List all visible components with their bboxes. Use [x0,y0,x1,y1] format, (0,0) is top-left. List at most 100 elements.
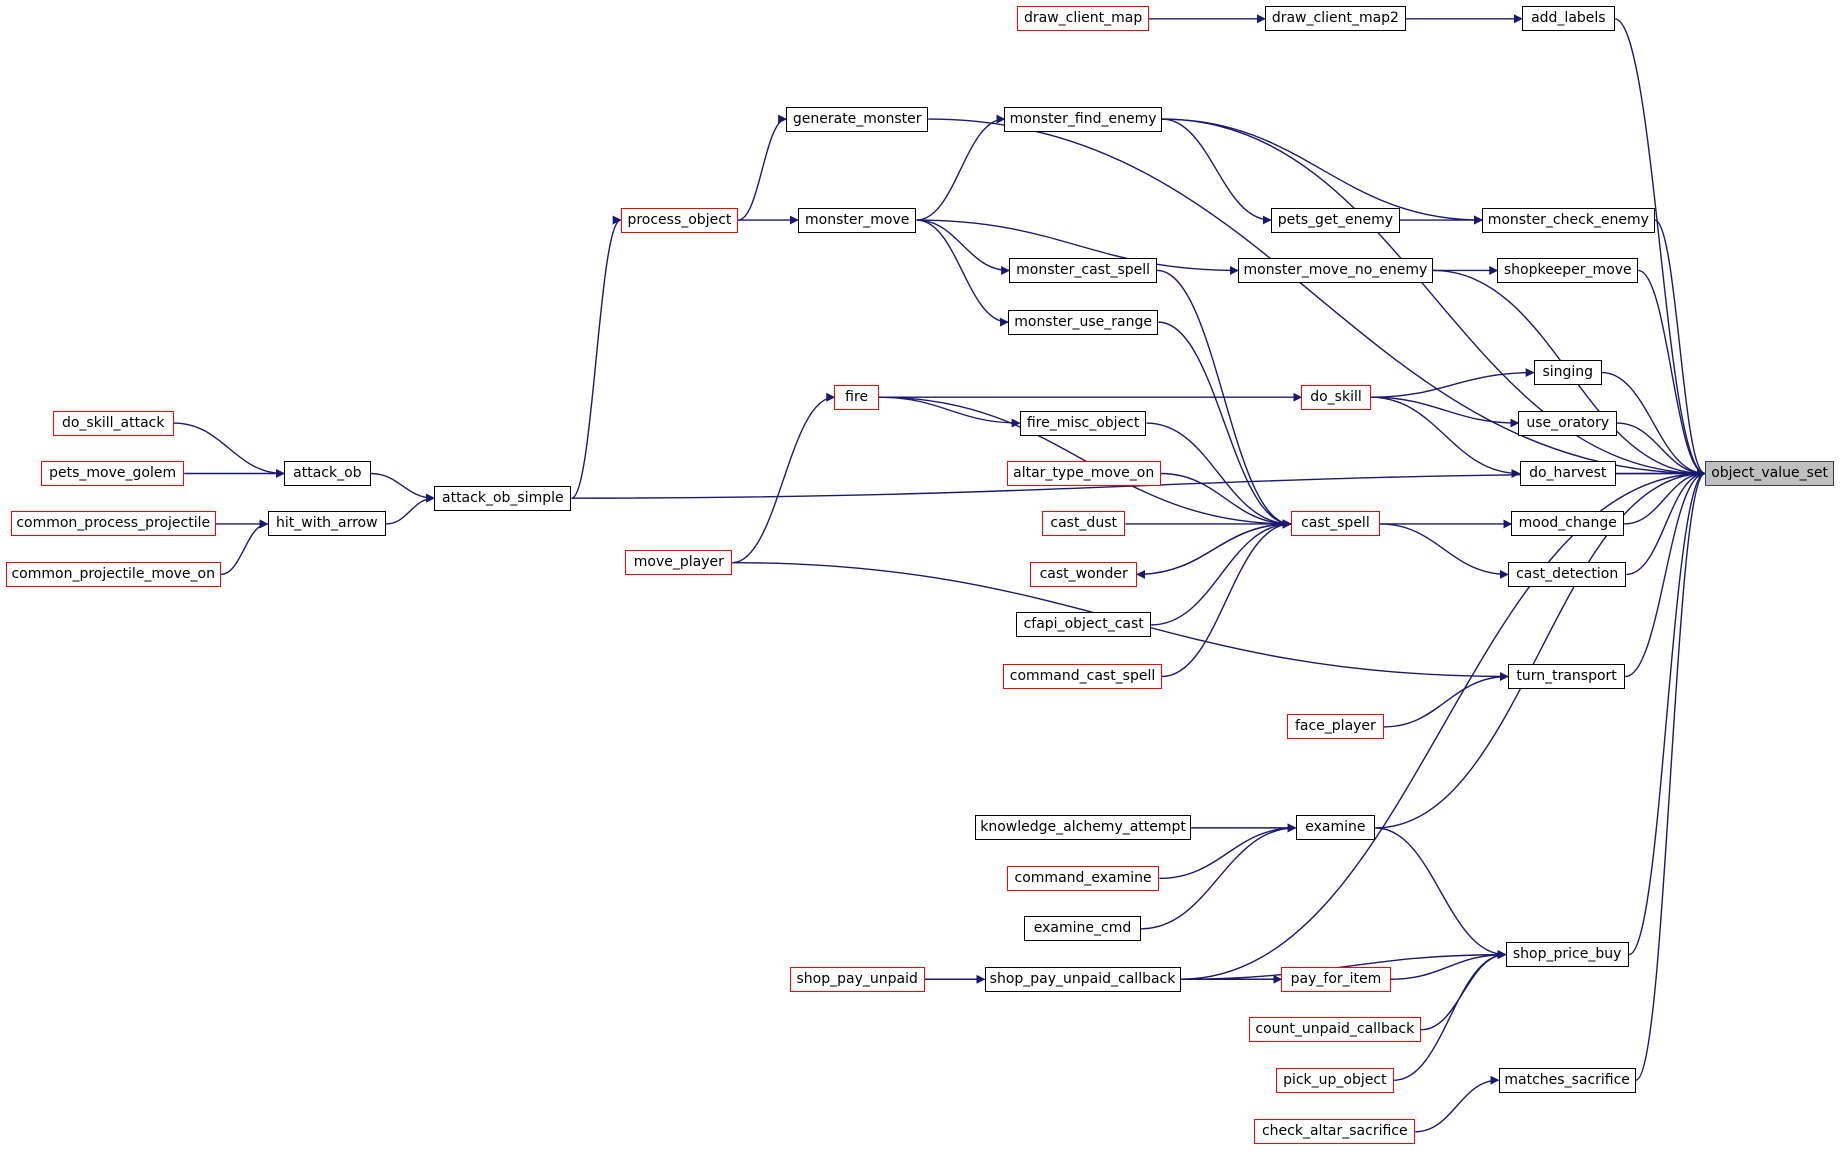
node-turn_transport[interactable]: turn_transport [1507,664,1626,689]
node-label: monster_cast_spell [1016,261,1151,278]
node-shop_pay_unpaid[interactable]: shop_pay_unpaid [789,966,925,992]
edge-turn_transport-object_value_set [1625,469,1706,678]
node-draw_client_map2[interactable]: draw_client_map2 [1265,6,1406,32]
node-common_process_projectile[interactable]: common_process_projectile [10,511,216,537]
edge-matches_sacrifice-object_value_set [1635,469,1706,1081]
node-count_unpaid_callback[interactable]: count_unpaid_callback [1248,1017,1422,1043]
node-do_skill[interactable]: do_skill [1301,384,1371,410]
node-label: count_unpaid_callback [1255,1021,1415,1038]
node-matches_sacrifice[interactable]: matches_sacrifice [1498,1067,1636,1093]
node-label: monster_move [805,211,910,228]
edge-pick_up_object-shop_price_buy [1394,950,1507,1081]
node-draw_client_map[interactable]: draw_client_map [1017,6,1149,32]
edge-shopkeeper_move-object_value_set [1637,269,1706,478]
edge-monster_move-monster_cast_spell [916,219,1011,275]
node-label: do_skill_attack [61,414,165,431]
node-add_labels[interactable]: add_labels [1521,6,1615,32]
edge-pay_for_item-shop_price_buy [1390,950,1507,980]
node-cfapi_object_cast[interactable]: cfapi_object_cast [1016,612,1152,638]
node-label: monster_use_range [1014,313,1152,330]
node-label: cast_detection [1516,565,1619,582]
node-pets_move_golem[interactable]: pets_move_golem [41,460,185,486]
edge-cast_detection-object_value_set [1626,469,1706,576]
edge-monster_find_enemy-object_value_set [1161,118,1706,478]
node-singing[interactable]: singing [1533,360,1602,386]
node-label: do_skill [1310,388,1362,405]
node-cast_detection[interactable]: cast_detection [1507,561,1627,587]
edge-cast_spell-cast_detection [1379,523,1509,579]
node-monster_move[interactable]: monster_move [797,207,917,233]
node-shopkeeper_move[interactable]: shopkeeper_move [1497,257,1639,283]
edge-hit_with_arrow-attack_ob_simple [386,493,436,525]
node-label: draw_client_map2 [1271,10,1399,27]
node-label: examine_cmd [1033,920,1132,937]
node-attack_ob_simple[interactable]: attack_ob_simple [434,485,572,511]
node-object_value_set: object_value_set [1705,460,1835,486]
node-cast_dust[interactable]: cast_dust [1042,511,1126,537]
node-label: turn_transport [1516,668,1617,684]
node-label: use_oratory [1526,414,1610,431]
node-monster_cast_spell[interactable]: monster_cast_spell [1009,257,1158,283]
edge-generate_monster-object_value_set [928,118,1706,478]
node-fire[interactable]: fire [834,384,879,410]
node-label: singing [1542,364,1594,381]
node-label: add_labels [1531,10,1606,27]
node-label: generate_monster [792,110,922,127]
node-label: cast_dust [1050,515,1117,532]
node-monster_use_range[interactable]: monster_use_range [1008,309,1159,335]
node-monster_move_no_enemy[interactable]: monster_move_no_enemy [1238,257,1433,283]
node-label: common_process_projectile [16,515,211,532]
node-knowledge_alchemy_attempt[interactable]: knowledge_alchemy_attempt [975,815,1192,841]
node-use_oratory[interactable]: use_oratory [1518,410,1618,436]
node-label: object_value_set [1711,464,1828,481]
node-hit_with_arrow[interactable]: hit_with_arrow [267,511,387,537]
node-do_skill_attack[interactable]: do_skill_attack [52,410,174,436]
node-attack_ob[interactable]: attack_ob [283,460,371,486]
edge-cfapi_object_cast-cast_spell [1151,519,1292,626]
edge-shop_pay_unpaid_callback-object_value_set [1180,469,1706,980]
node-move_player[interactable]: move_player [625,550,733,576]
node-examine[interactable]: examine [1295,815,1376,841]
node-label: face_player [1294,718,1376,735]
node-mood_change[interactable]: mood_change [1511,511,1625,537]
edge-face_player-turn_transport [1383,672,1509,728]
edge-examine-object_value_set [1375,469,1706,829]
edge-use_oratory-object_value_set [1617,422,1706,478]
node-examine_cmd[interactable]: examine_cmd [1024,916,1141,942]
node-cast_wonder[interactable]: cast_wonder [1030,561,1138,587]
node-shop_pay_unpaid_callback[interactable]: shop_pay_unpaid_callback [984,966,1181,992]
edge-attack_ob_simple-process_object [571,215,622,499]
node-command_cast_spell[interactable]: command_cast_spell [1003,664,1162,689]
node-pick_up_object[interactable]: pick_up_object [1275,1067,1395,1093]
node-common_projectile_move_on[interactable]: common_projectile_move_on [5,561,221,587]
node-label: fire_misc_object [1026,414,1140,431]
edge-monster_move-monster_move_no_enemy [916,219,1239,275]
edge-process_object-generate_monster [737,114,788,221]
node-label: draw_client_map [1023,10,1143,27]
node-pets_get_enemy[interactable]: pets_get_enemy [1270,207,1400,233]
node-cast_spell[interactable]: cast_spell [1290,511,1380,537]
node-generate_monster[interactable]: generate_monster [786,106,929,132]
node-monster_check_enemy[interactable]: monster_check_enemy [1482,207,1655,233]
node-altar_type_move_on[interactable]: altar_type_move_on [1006,460,1161,486]
edge-examine_cmd-examine [1140,823,1297,930]
node-do_harvest[interactable]: do_harvest [1519,460,1616,486]
node-label: common_projectile_move_on [11,565,215,582]
node-monster_find_enemy[interactable]: monster_find_enemy [1004,106,1162,132]
node-pay_for_item[interactable]: pay_for_item [1281,966,1391,992]
node-label: move_player [633,554,724,571]
edge-shop_price_buy-object_value_set [1628,469,1706,956]
node-fire_misc_object[interactable]: fire_misc_object [1019,410,1147,436]
node-label: monster_find_enemy [1009,110,1157,127]
node-label: pets_move_golem [49,464,177,481]
node-label: shop_pay_unpaid_callback [989,970,1176,987]
node-label: command_cast_spell [1009,668,1156,684]
node-check_altar_sacrifice[interactable]: check_altar_sacrifice [1254,1119,1416,1145]
node-label: shop_pay_unpaid [796,970,918,987]
node-face_player[interactable]: face_player [1287,714,1384,740]
node-command_examine[interactable]: command_examine [1006,865,1160,891]
node-shop_price_buy[interactable]: shop_price_buy [1505,942,1629,968]
node-process_object[interactable]: process_object [620,207,739,233]
